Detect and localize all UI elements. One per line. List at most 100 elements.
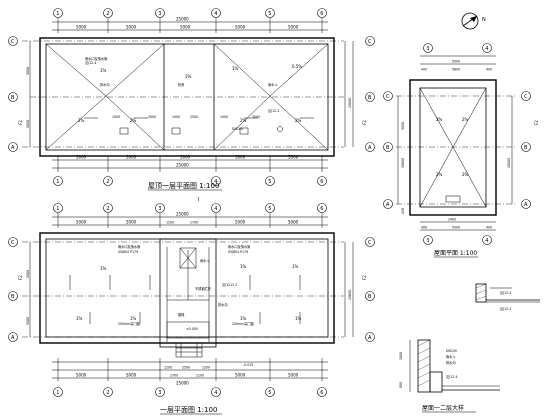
roof-seg-dim-5: 1000 xyxy=(220,115,228,119)
roof-right-bubble-C: C xyxy=(368,39,372,45)
small-right-bubble-A: A xyxy=(524,202,528,208)
floor-note-4: 05J804 P179 xyxy=(228,250,248,254)
floor-left-bubble-C: C xyxy=(11,240,15,246)
roof-right-bubble-A: A xyxy=(368,145,372,151)
detail-note-3: DN100 xyxy=(446,349,457,353)
floor-note-10: 200mm高门槛 xyxy=(232,321,255,326)
roof-bot-bubble-4: 4 xyxy=(214,179,217,185)
floor-bot-stair-3: 1200 xyxy=(202,366,210,370)
floor-bot-bubble-1: 1 xyxy=(56,390,59,396)
dim-span-1: 5000 xyxy=(76,25,87,30)
floor-bot-bubble-6: 6 xyxy=(320,390,323,396)
floor-note-7: 见J1212 2 xyxy=(222,283,237,287)
roof-bot-bubble-5: 5 xyxy=(268,179,271,185)
small-top-piece-2: 400 xyxy=(486,68,492,72)
floor-note-2: 05J804 P179 xyxy=(118,250,138,254)
floor-top-span-5: 5000 xyxy=(288,220,299,225)
detail-lower: 1000 900 DN100 雨水斗 排水沟 见J12-4 xyxy=(399,339,500,393)
floor-bottom-grid-bubbles: 1 2 3 4 5 6 xyxy=(53,387,327,397)
small-bot-piece: 2400 xyxy=(448,218,456,222)
floor-note-1: 雨水口及落水管 xyxy=(118,244,140,249)
floor-slope-5: 1% xyxy=(292,264,299,269)
floor-slope-labels: 1% 1% 1% 1% 1% 1% 1% xyxy=(69,264,302,324)
dim-span-5: 5000 xyxy=(288,25,299,30)
roof-right-total: 10800 xyxy=(348,98,352,108)
small-roof-plan: N 3 4 5000 5800 400 400 2% 2% 2% 2% C B … xyxy=(383,12,539,258)
floor-right-f-label: F2 xyxy=(362,275,367,280)
dim-total-top: 25000 xyxy=(176,17,189,22)
grid-bubble-2: 2 xyxy=(106,11,109,17)
roof-bot-total: 25000 xyxy=(176,163,189,168)
small-slope-1: 2% xyxy=(436,117,443,122)
roof-bottom-segment-dims: 1000 3000 1000 2500 1000 3000 xyxy=(112,115,260,119)
roof-seg-dim-6: 3000 xyxy=(252,115,260,119)
detail-section: 见J12-4 见J12-2 1000 900 DN100 雨水斗 排水沟 见J1… xyxy=(399,283,540,413)
floor-bottom-dims: 1200 2500 1200 5000 5000 2700 2100 5000 … xyxy=(52,358,328,386)
floor-bot-span-1: 5000 xyxy=(76,373,87,378)
small-left-piece: 3000 xyxy=(401,122,405,130)
detail-height-1: 1000 xyxy=(399,352,403,360)
roof-notes: 雨水口及落水管 见J12-4 排水沟 机房 雨水斗 见J12-2 DN100 xyxy=(85,56,279,131)
floor-left-dim-1: 5000 xyxy=(26,270,30,278)
floor-bot-bubble-4: 4 xyxy=(214,390,217,396)
slope-label-2: 2% xyxy=(78,118,85,123)
north-arrow: N xyxy=(461,12,486,30)
small-bot-bubble-3: 3 xyxy=(426,238,429,244)
floor-left-dim-2: 5000 xyxy=(26,317,30,325)
floor-top-bubble-4: 4 xyxy=(214,206,217,212)
roof-f-label: F2 xyxy=(18,120,23,125)
floor-room-stair: 楼梯 xyxy=(178,312,185,317)
floor-top-bubble-2: 2 xyxy=(106,206,109,212)
floor-top-span-1: 5000 xyxy=(76,220,87,225)
small-top-bubble-3: 3 xyxy=(426,46,429,52)
floor-bot-span-2: 5000 xyxy=(126,373,137,378)
floor-slope-4: 1% xyxy=(240,264,247,269)
floor-top-span-2: 5000 xyxy=(126,220,137,225)
roof-plan: 1 2 3 4 5 6 25000 5000 5000 5000 5000 50… xyxy=(8,8,375,203)
small-left-bubble-C: C xyxy=(386,94,390,100)
floor-bot-span-4: 5000 xyxy=(235,373,246,378)
slope-label-7: 2% xyxy=(240,118,247,123)
floor-top-span-4: 5000 xyxy=(235,220,246,225)
floor-top-grid-bubbles: 1 2 3 4 5 6 xyxy=(53,203,327,213)
detail-note-4: 雨水斗 xyxy=(446,354,456,359)
detail-note-5: 排水沟 xyxy=(446,360,456,365)
first-floor-plan: 1 2 3 4 5 6 25000 5000 5000 1200 1700 50… xyxy=(8,203,375,415)
floor-inner-wall xyxy=(45,238,329,338)
floor-top-stair-seg-1: 1200 xyxy=(166,221,174,225)
roof-left-dim-1: 5000 xyxy=(26,67,30,75)
floor-top-bubble-6: 6 xyxy=(320,206,323,212)
slope-label-4: 1% xyxy=(185,74,192,79)
floor-left-grid-bubbles: C B A F2 5000 5000 xyxy=(8,237,31,342)
floor-left-f-label: F2 xyxy=(18,275,23,280)
floor-top-total: 25000 xyxy=(176,212,189,217)
floor-bot-bubble-5: 5 xyxy=(268,390,271,396)
roof-left-dim-2: 5000 xyxy=(26,120,30,128)
small-bot-width: 5000 xyxy=(452,226,460,230)
roof-note-2: 见J12-4 xyxy=(85,61,96,65)
roof-ridge-lines xyxy=(45,43,329,151)
floor-notes: 雨水口及落水管 05J804 P179 雨水口及落水管 05J804 P179 … xyxy=(118,244,255,367)
small-top-piece-1: 400 xyxy=(421,68,427,72)
roof-note-6: DN100 xyxy=(232,127,243,131)
stair-landing xyxy=(166,321,210,339)
stair-opening xyxy=(179,247,197,269)
small-right-bubble-C: C xyxy=(524,94,528,100)
detail-note-6: 见J12-4 xyxy=(446,375,457,379)
slope-label-5: 1% xyxy=(232,66,239,71)
slope-label-8: 2% xyxy=(295,118,302,123)
floor-note-8: 排水沟 xyxy=(218,302,228,307)
floor-top-bubble-5: 5 xyxy=(268,206,271,212)
roof-right-bubble-B: B xyxy=(368,95,372,101)
floor-note-6: 不锈钢栏杆 xyxy=(195,286,212,291)
detail-height-2: 900 xyxy=(399,382,403,388)
roof-note-1: 雨水口及落水管 xyxy=(85,56,107,61)
roof-plan-bottom-grid-bubbles: 1 2 4 5 6 xyxy=(53,176,327,186)
roof-slope-labels: 1% 2% 2% 1% 1% 0.5% 2% 2% xyxy=(78,64,314,123)
small-right-bubble-B: B xyxy=(524,145,528,151)
section-mark-label: I xyxy=(198,197,199,203)
stair-core xyxy=(159,238,217,348)
roof-note-3: 排水沟 xyxy=(100,82,110,87)
roof-bot-span-5: 5000 xyxy=(288,155,299,160)
dim-span-3: 5000 xyxy=(180,25,191,30)
